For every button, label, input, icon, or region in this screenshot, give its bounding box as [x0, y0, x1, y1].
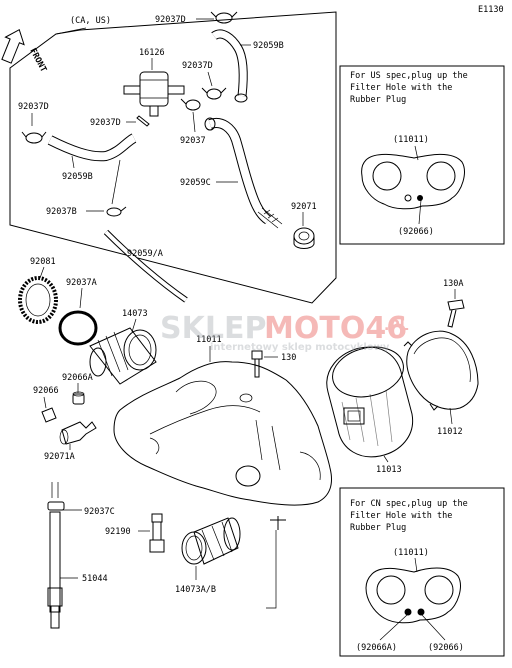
diagram-code: E1130 [478, 5, 504, 15]
cap-92071-icon [293, 227, 315, 249]
watermark-brand-right: MOTO46 [264, 311, 407, 346]
label-14073ab: 14073A/B [175, 585, 216, 595]
us-note-part-92066: (92066) [398, 227, 434, 237]
clamp-92037b-icon [106, 206, 127, 217]
cn-note-part-92066a: (92066A) [356, 643, 397, 653]
cn-note-line-3: Rubber Plug [350, 523, 406, 533]
label-16126: 16126 [139, 48, 165, 58]
us-note-line-2: Filter Hole with the [350, 83, 452, 93]
us-note-line-3: Rubber Plug [350, 95, 406, 105]
us-note-box [339, 65, 505, 245]
bolt-130-icon [251, 350, 263, 378]
label-92037c: 92037C [84, 507, 115, 517]
us-filter-plate-icon [361, 153, 465, 210]
drain-tube-51044-icon [47, 482, 63, 629]
label-11013: 11013 [376, 465, 402, 475]
us-note-part-11011: (11011) [393, 135, 429, 145]
label-92071a: 92071A [44, 452, 75, 462]
watermark-subtitle: internetowy sklep motocyklowy [210, 342, 390, 353]
clamp-92037d-mid-icon [201, 87, 227, 100]
cn-filter-plate-icon [365, 567, 461, 624]
cn-note-part-11011: (11011) [393, 548, 429, 558]
watermark-brand-tld: .PL [384, 318, 409, 334]
hose-92059c-icon [204, 117, 283, 229]
label-92037d-left: 92037D [18, 102, 49, 112]
duct-14073ab-icon [181, 517, 241, 565]
clip-92037d-small-icon [136, 115, 150, 127]
label-92059c: 92059C [180, 178, 211, 188]
hose-92059b-left-icon [47, 133, 137, 162]
clamp-92037d-left-icon [21, 131, 47, 144]
plug-92066-icon [41, 407, 57, 423]
hose-92059b-upper-icon [211, 29, 248, 103]
label-130: 130 [281, 353, 296, 363]
label-92059b-left: 92059B [62, 172, 93, 182]
label-92037a: 92037A [66, 278, 97, 288]
front-arrow-icon [1, 29, 25, 64]
label-92066: 92066 [33, 386, 59, 396]
label-11012: 11012 [437, 427, 463, 437]
plug-92066a-icon [72, 391, 85, 405]
watermark: SKLEP MOTO46 .PL internetowy sklep motoc… [160, 311, 409, 353]
label-92037d-small: 92037D [90, 118, 121, 128]
cn-note-line-1: For CN spec,plug up the [350, 499, 468, 509]
cover-11012-icon [403, 330, 479, 411]
label-51044: 51044 [82, 574, 108, 584]
label-92037d-top: 92037D [155, 15, 186, 25]
label-92066a: 92066A [62, 373, 93, 383]
bolt-130a-icon [447, 299, 465, 328]
filter-element-11013-icon [326, 346, 414, 458]
us-note-line-1: For US spec,plug up the [350, 71, 468, 81]
clamp-92037-icon [180, 98, 201, 111]
label-92071: 92071 [291, 202, 317, 212]
label-92059a: 92059/A [127, 249, 163, 259]
label-92190: 92190 [105, 527, 131, 537]
pin-92190-icon [149, 513, 165, 553]
clamp-92037d-top-icon [210, 11, 238, 24]
label-11011: 11011 [196, 335, 222, 345]
front-marker-label: FRONT [27, 47, 48, 74]
label-14073: 14073 [122, 309, 148, 319]
label-92037d-mid: 92037D [182, 61, 213, 71]
clip-92037c-icon [47, 501, 65, 511]
label-92059b-upper: 92059B [253, 41, 284, 51]
label-92081: 92081 [30, 257, 56, 267]
cn-note-line-2: Filter Hole with the [350, 511, 452, 521]
valve-16126-icon [123, 71, 185, 117]
elbow-92071a-icon [59, 421, 97, 445]
region-label: (CA, US) [70, 16, 111, 26]
cn-note-box [339, 487, 505, 657]
label-130a: 130A [443, 279, 463, 289]
label-92037: 92037 [180, 136, 206, 146]
cn-note-part-92066: (92066) [428, 643, 464, 653]
clamp-ring-92037a-icon [58, 310, 98, 346]
air-cleaner-housing-11011-icon [113, 361, 332, 530]
spring-92081-icon [18, 276, 58, 324]
watermark-brand-left: SKLEP [160, 311, 266, 346]
evap-subassembly-frame [9, 11, 337, 304]
vent-tube-92059a-icon [103, 229, 188, 303]
label-92037b: 92037B [46, 207, 77, 217]
duct-14073-icon [89, 327, 157, 385]
